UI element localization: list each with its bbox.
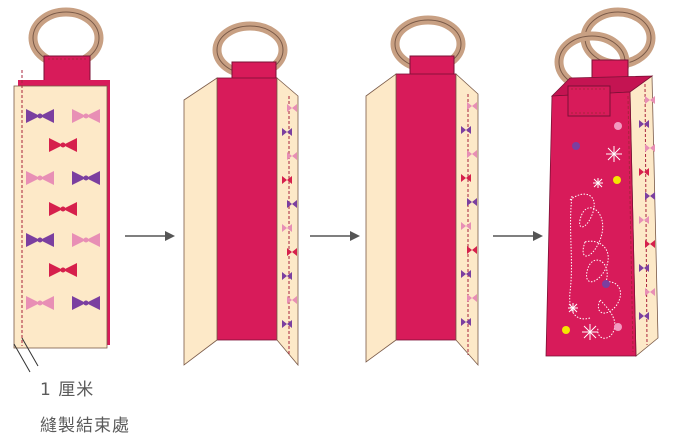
right-flap [276, 77, 299, 367]
arrow-3 [493, 231, 543, 241]
stitch-end-label: 縫製結束處 [40, 416, 130, 436]
dot [614, 122, 622, 130]
seam-width-label: 1 厘米 [40, 380, 94, 400]
snowflake-icon [568, 146, 622, 340]
dot [614, 323, 622, 331]
step-4-finished-bag [545, 7, 659, 357]
dot [572, 142, 580, 150]
step-3-both-sides-folded [365, 15, 479, 367]
arrow-1 [125, 231, 175, 241]
arrow-2 [310, 231, 360, 241]
dot [602, 280, 610, 288]
dot [613, 176, 621, 184]
step-1-flat-fabric: 1 厘米 縫製結束處 [13, 7, 130, 436]
noel-script [569, 193, 621, 339]
step-2-side-folded [183, 21, 299, 367]
left-flap [183, 77, 218, 366]
leader-line [21, 337, 39, 367]
strap-tab [43, 55, 91, 83]
dot [562, 326, 570, 334]
bag-front-panel [545, 91, 637, 357]
